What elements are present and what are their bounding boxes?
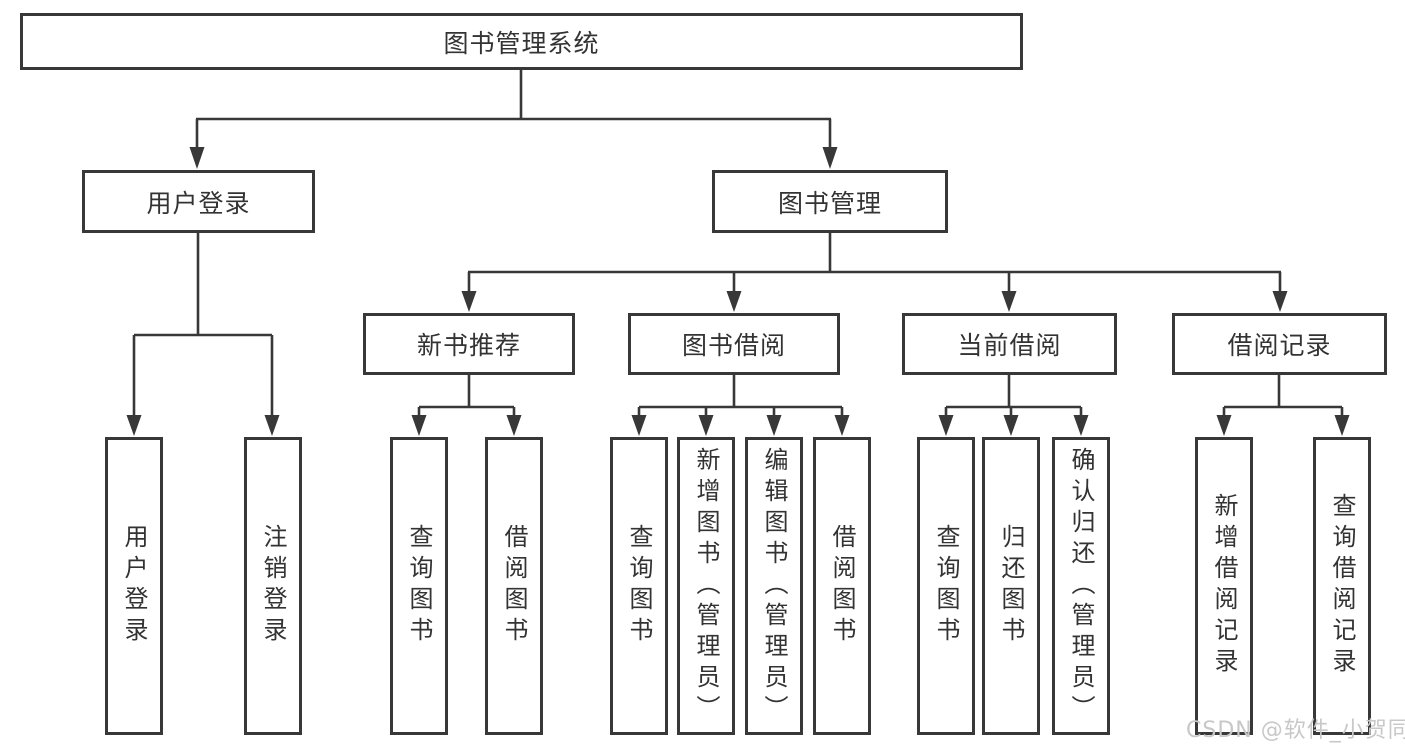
node-root-label: 图书管理系统: [443, 28, 600, 58]
leaf-current-query-books-label: 查询图书: [932, 524, 960, 648]
module-current-borrow: 当前借阅: [902, 313, 1117, 375]
leaf-logout-label: 注销登录: [259, 524, 287, 648]
leaf-logout: 注销登录: [244, 437, 302, 735]
module-new-book-recommend-label: 新书推荐: [416, 331, 521, 360]
module-borrow-record-label: 借阅记录: [1227, 331, 1332, 360]
node-book-management-label: 图书管理: [777, 188, 882, 218]
leaf-query-borrow-record-label: 查询借阅记录: [1328, 493, 1356, 679]
leaf-borrow-query-books-label: 查询图书: [625, 524, 653, 648]
leaf-confirm-return-admin: 确认归还（管理员）: [1052, 437, 1110, 735]
leaf-borrow-books-label: 借阅图书: [828, 524, 856, 648]
leaf-newbook-query-books: 查询图书: [390, 437, 448, 735]
module-book-borrow-label: 图书借阅: [681, 331, 786, 360]
leaf-add-borrow-record: 新增借阅记录: [1195, 437, 1253, 735]
leaf-borrow-books: 借阅图书: [813, 437, 871, 735]
module-book-borrow: 图书借阅: [628, 313, 840, 375]
leaf-return-books-label: 归还图书: [997, 524, 1025, 648]
module-current-borrow-label: 当前借阅: [957, 331, 1062, 360]
leaf-borrow-query-books: 查询图书: [610, 437, 668, 735]
module-borrow-record: 借阅记录: [1172, 313, 1387, 375]
leaf-newbook-borrow-books: 借阅图书: [485, 437, 543, 735]
leaf-add-borrow-record-label: 新增借阅记录: [1210, 493, 1238, 679]
node-root: 图书管理系统: [20, 13, 1023, 70]
module-new-book-recommend: 新书推荐: [363, 313, 575, 375]
leaf-user-login-label: 用户登录: [120, 524, 148, 648]
leaf-user-login: 用户登录: [105, 437, 163, 735]
leaf-newbook-borrow-books-label: 借阅图书: [500, 524, 528, 648]
leaf-confirm-return-admin-label: 确认归还（管理员）: [1067, 446, 1095, 726]
leaf-add-books-admin: 新增图书（管理员）: [677, 437, 735, 735]
node-user-login: 用户登录: [82, 170, 315, 233]
node-book-management: 图书管理: [712, 170, 948, 233]
leaf-newbook-query-books-label: 查询图书: [405, 524, 433, 648]
leaf-edit-books-admin: 编辑图书（管理员）: [745, 437, 803, 735]
leaf-return-books: 归还图书: [982, 437, 1040, 735]
node-user-login-label: 用户登录: [146, 188, 251, 218]
leaf-add-books-admin-label: 新增图书（管理员）: [692, 446, 720, 726]
leaf-edit-books-admin-label: 编辑图书（管理员）: [760, 446, 788, 726]
leaf-current-query-books: 查询图书: [917, 437, 975, 735]
leaf-query-borrow-record: 查询借阅记录: [1313, 437, 1371, 735]
